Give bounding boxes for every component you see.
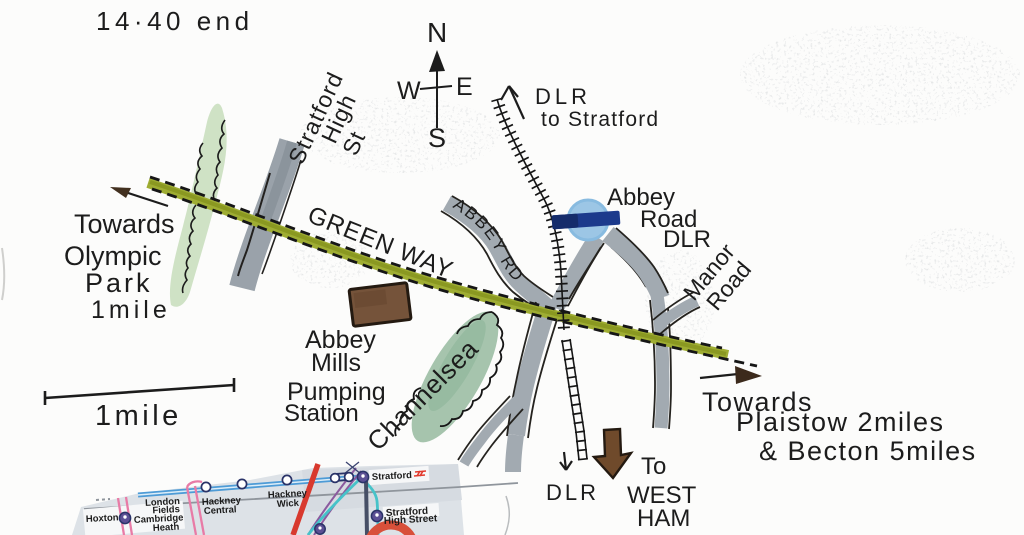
- svg-text:1mile: 1mile: [95, 400, 182, 432]
- svg-text:To: To: [641, 453, 666, 480]
- svg-text:Stratford: Stratford: [372, 470, 413, 483]
- svg-text:Pumping: Pumping: [287, 378, 386, 406]
- svg-text:Hackney: Hackney: [268, 488, 308, 501]
- svg-text:HAM: HAM: [637, 505, 690, 532]
- svg-text:Stratford: Stratford: [386, 506, 429, 519]
- svg-text:Wick: Wick: [277, 498, 300, 510]
- svg-text:Road: Road: [640, 206, 697, 233]
- svg-text:Cambridge: Cambridge: [134, 512, 184, 526]
- svg-text:Hoxton: Hoxton: [86, 512, 119, 525]
- svg-text:Heath: Heath: [153, 522, 180, 534]
- svg-text:Towards: Towards: [74, 209, 175, 239]
- svg-text:DLR: DLR: [546, 480, 599, 505]
- svg-text:14·40 end: 14·40 end: [96, 6, 254, 36]
- svg-text:1mile: 1mile: [91, 296, 171, 324]
- svg-text:Central: Central: [204, 504, 237, 517]
- svg-text:DLR: DLR: [535, 84, 591, 109]
- svg-text:W: W: [397, 77, 421, 105]
- svg-text:Fields: Fields: [152, 504, 180, 516]
- svg-text:Abbey: Abbey: [305, 326, 376, 354]
- svg-text:to Stratford: to Stratford: [541, 108, 659, 131]
- svg-text:Olympic: Olympic: [64, 241, 162, 271]
- svg-text:E: E: [456, 73, 473, 101]
- svg-text:Plaistow 2miles: Plaistow 2miles: [736, 407, 945, 437]
- svg-text:& Becton 5miles: & Becton 5miles: [759, 436, 977, 466]
- svg-text:Towards: Towards: [702, 387, 813, 417]
- svg-text:High Street: High Street: [384, 513, 439, 527]
- svg-text:London: London: [145, 496, 181, 509]
- svg-text:WEST: WEST: [627, 482, 697, 509]
- svg-text:DLR: DLR: [663, 226, 711, 253]
- svg-text:Mills: Mills: [311, 349, 361, 377]
- svg-text:Station: Station: [284, 400, 359, 427]
- svg-text:N: N: [427, 17, 447, 48]
- svg-text:Hackney: Hackney: [202, 495, 242, 508]
- svg-text:Park: Park: [85, 268, 153, 298]
- svg-text:S: S: [428, 123, 446, 153]
- svg-text:Abbey: Abbey: [607, 184, 675, 211]
